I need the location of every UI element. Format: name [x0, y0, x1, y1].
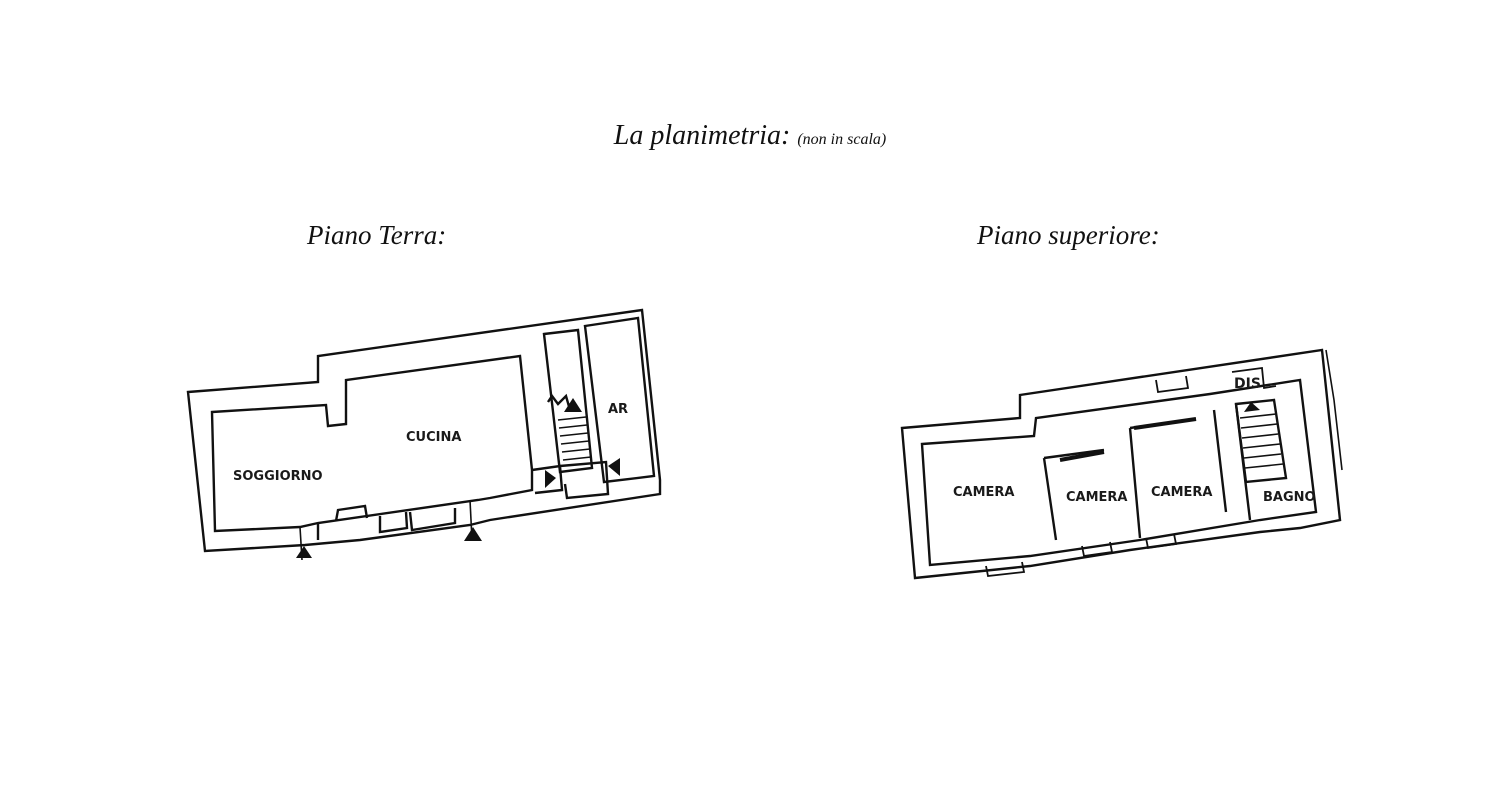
page-title: La planimetria: (non in scala)	[0, 120, 1500, 152]
upper-dis-notch	[1231, 366, 1277, 390]
ground-floor-heading: Piano Terra:	[307, 220, 447, 250]
entry-arrow-icon	[464, 527, 482, 541]
room-label-camera-1: CAMERA	[953, 485, 1015, 500]
ground-entry-block	[531, 460, 610, 500]
ground-room-labels: SOGGIORNO CUCINA AR	[233, 402, 628, 484]
upper-thick-walls	[1059, 417, 1197, 462]
room-label-camera-3: CAMERA	[1151, 485, 1213, 500]
upper-partition-1	[1042, 448, 1105, 541]
ground-stair-treads	[557, 416, 592, 461]
ground-floor-plan	[186, 308, 662, 561]
upper-stair	[1234, 398, 1288, 484]
upper-stair-treads	[1239, 413, 1284, 469]
stair-arrow-icon	[1244, 402, 1260, 412]
stair-arrow-icon	[564, 398, 582, 412]
ground-entry-arrows	[296, 398, 620, 558]
room-label-bagno: BAGNO	[1263, 490, 1316, 505]
upper-room-labels: CAMERA CAMERA CAMERA BAGNO DIS	[953, 376, 1316, 505]
door-arrow-icon	[608, 458, 620, 476]
upper-stair-arrow	[1244, 402, 1260, 412]
ground-outer-wall	[186, 308, 662, 553]
upper-floor-plan	[900, 348, 1343, 580]
title-note: (non in scala)	[797, 131, 887, 148]
ground-stair-strip	[542, 328, 594, 474]
upper-floor-heading: Piano superiore:	[977, 220, 1160, 250]
ground-inner-wall	[210, 354, 534, 533]
upper-window-2	[985, 561, 1026, 577]
upper-wall-right-detail	[1325, 349, 1343, 471]
room-label-soggiorno: SOGGIORNO	[233, 469, 323, 484]
ground-bottom-wall-detail	[316, 504, 457, 540]
upper-outer-wall	[900, 348, 1342, 580]
ground-stair-wall	[547, 393, 572, 411]
upper-window-4	[1145, 533, 1178, 550]
room-label-camera-2: CAMERA	[1066, 490, 1128, 505]
room-label-dis: DIS	[1234, 376, 1261, 392]
title-main: La planimetria:	[613, 120, 791, 151]
upper-window-3	[1081, 541, 1114, 558]
ground-ar-strip	[583, 316, 656, 484]
upper-inner-wall	[920, 378, 1318, 567]
upper-window-1	[1155, 375, 1190, 394]
room-label-ar: AR	[608, 402, 628, 417]
door-arrow-icon	[545, 470, 556, 488]
upper-partition-2	[1128, 417, 1197, 539]
entry-arrow-icon	[296, 546, 312, 558]
room-label-cucina: CUCINA	[406, 430, 461, 445]
